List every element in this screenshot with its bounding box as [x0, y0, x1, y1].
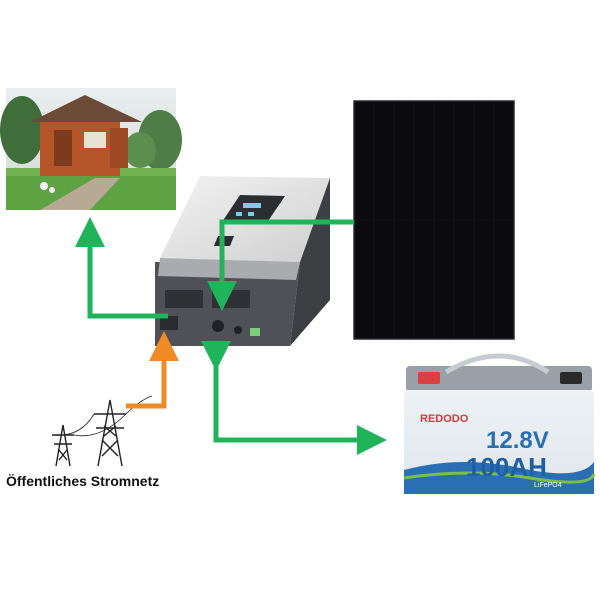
lifepo4-battery: REDODO 12.8V 100AH LiFePO4: [403, 353, 596, 494]
battery-capacity: 100AH: [466, 452, 547, 482]
grid-label: Öffentliches Stromnetz: [6, 473, 160, 489]
arrow-grid-to-inverter: [126, 331, 179, 409]
battery-chemistry: LiFePO4: [534, 482, 562, 489]
solar-panel: [353, 100, 515, 340]
battery-brand: REDODO: [420, 413, 469, 425]
garden-house-image: [0, 88, 182, 210]
power-pylon-icon: [51, 395, 153, 467]
arrow-solar-to-inverter: [207, 219, 354, 311]
arrow-inverter-battery: [201, 341, 387, 455]
battery-voltage: 12.8V: [486, 427, 549, 454]
arrow-inverter-to-house: [75, 217, 168, 319]
hybrid-inverter: [155, 176, 330, 346]
